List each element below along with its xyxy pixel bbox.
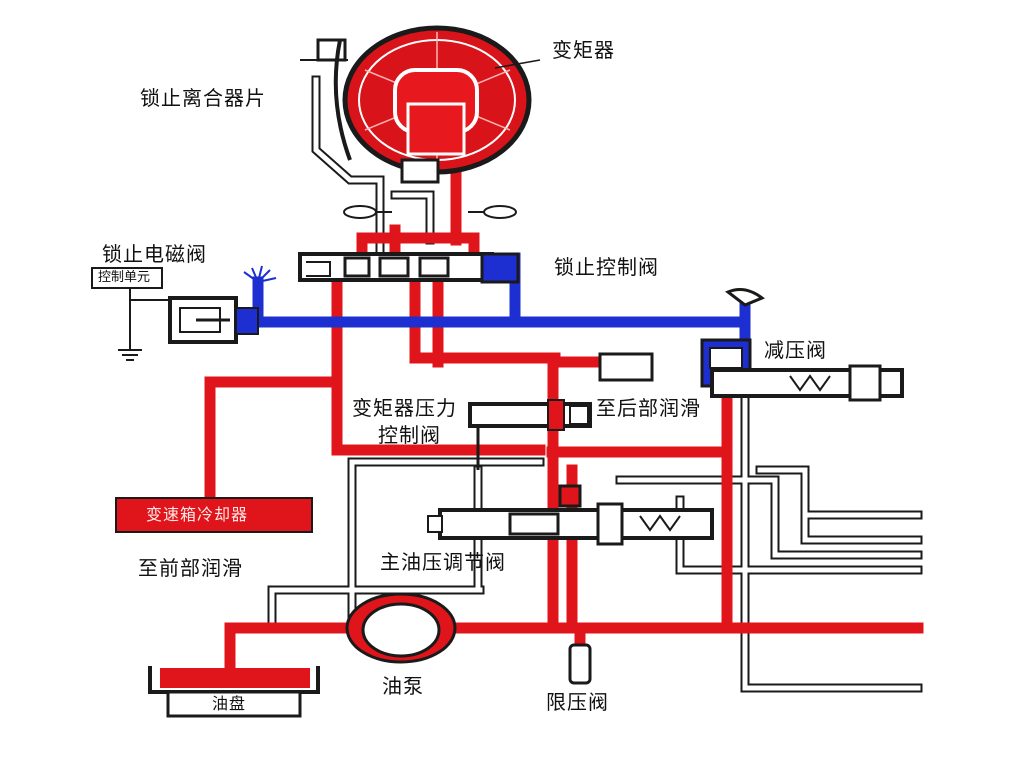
label-lockup-solenoid: 锁止电磁阀 <box>102 242 207 266</box>
label-torque-converter: 变矩器 <box>552 38 615 62</box>
label-oil-pan: 油盘 <box>212 694 247 713</box>
label-cooler: 变速箱冷却器 <box>146 505 249 524</box>
torque-converter <box>300 25 541 219</box>
label-tc-pressure-control-2: 控制阀 <box>378 423 441 447</box>
label-tc-pressure-control-1: 变矩器压力 <box>352 396 457 420</box>
rear-lub-port <box>598 352 654 382</box>
main-pressure-regulator <box>427 484 714 546</box>
label-control-unit: 控制单元 <box>98 270 151 285</box>
cooler-box <box>115 497 313 533</box>
label-to-front-lubrication: 至前部润滑 <box>138 556 243 580</box>
label-lockup-control-valve: 锁止控制阀 <box>554 255 659 279</box>
label-main-pressure-regulator: 主油压调节阀 <box>380 550 506 574</box>
lockup-control-valve <box>298 252 520 284</box>
label-oil-pump: 油泵 <box>382 674 424 698</box>
lockup-solenoid <box>91 265 277 361</box>
label-pressure-limit-valve: 限压阀 <box>546 690 609 714</box>
return-lines <box>267 75 923 693</box>
label-to-rear-lubrication: 至后部润滑 <box>596 396 701 420</box>
pressure-limit-valve <box>568 643 592 685</box>
label-lockup-clutch-plate: 锁止离合器片 <box>140 86 266 110</box>
oil-pan <box>148 666 320 718</box>
reducing-valve <box>700 288 904 402</box>
oil-pump <box>345 592 457 664</box>
tc-pressure-control-valve <box>468 399 592 470</box>
label-reducing-valve: 减压阀 <box>764 338 827 362</box>
